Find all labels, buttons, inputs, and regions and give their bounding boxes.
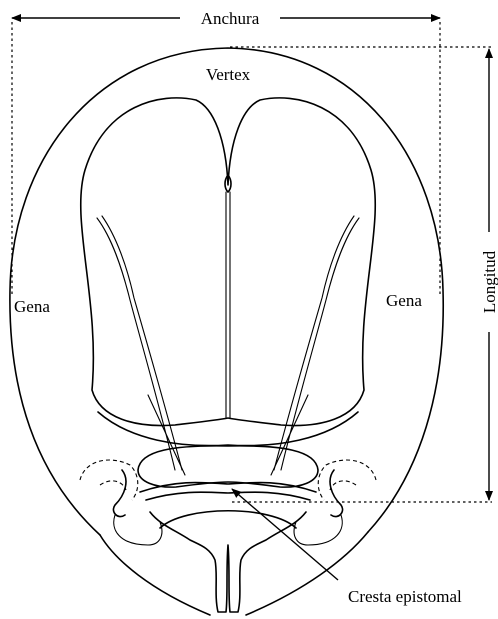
length-label: Longitud bbox=[480, 250, 498, 313]
epistomal-pointer-arrow bbox=[232, 489, 338, 580]
antenna-base-right bbox=[330, 470, 343, 517]
frons-lower-margin bbox=[98, 412, 358, 446]
frontal-suture-right bbox=[281, 218, 359, 470]
antennal-socket-left bbox=[80, 460, 138, 500]
clypeus bbox=[138, 446, 318, 487]
head-capsule-outline bbox=[10, 48, 443, 535]
length-measure: Longitud bbox=[230, 47, 498, 502]
frons-outline bbox=[81, 98, 376, 426]
ocular-line-right bbox=[271, 395, 308, 475]
width-label: Anchura bbox=[201, 9, 260, 28]
mandible-left bbox=[100, 535, 210, 615]
labrum-base bbox=[160, 511, 296, 528]
frontal-suture-left bbox=[97, 218, 175, 470]
gena-left-label: Gena bbox=[14, 297, 50, 316]
gena-right-label: Gena bbox=[386, 291, 422, 310]
epistomal-ridge-label: Cresta epistomal bbox=[348, 587, 462, 606]
antenna-base-left bbox=[113, 470, 126, 517]
mandible-right-inner bbox=[294, 515, 342, 545]
antennal-socket-right bbox=[318, 460, 376, 500]
epicranial-suture bbox=[225, 175, 231, 418]
epistomal-ridge-lower bbox=[146, 492, 310, 500]
antennal-socket-right-inner bbox=[330, 481, 356, 490]
mandible-left-inner bbox=[114, 515, 162, 545]
vertex-label: Vertex bbox=[206, 65, 251, 84]
antennal-socket-left-inner bbox=[100, 481, 126, 490]
ocular-line-left bbox=[148, 395, 185, 475]
